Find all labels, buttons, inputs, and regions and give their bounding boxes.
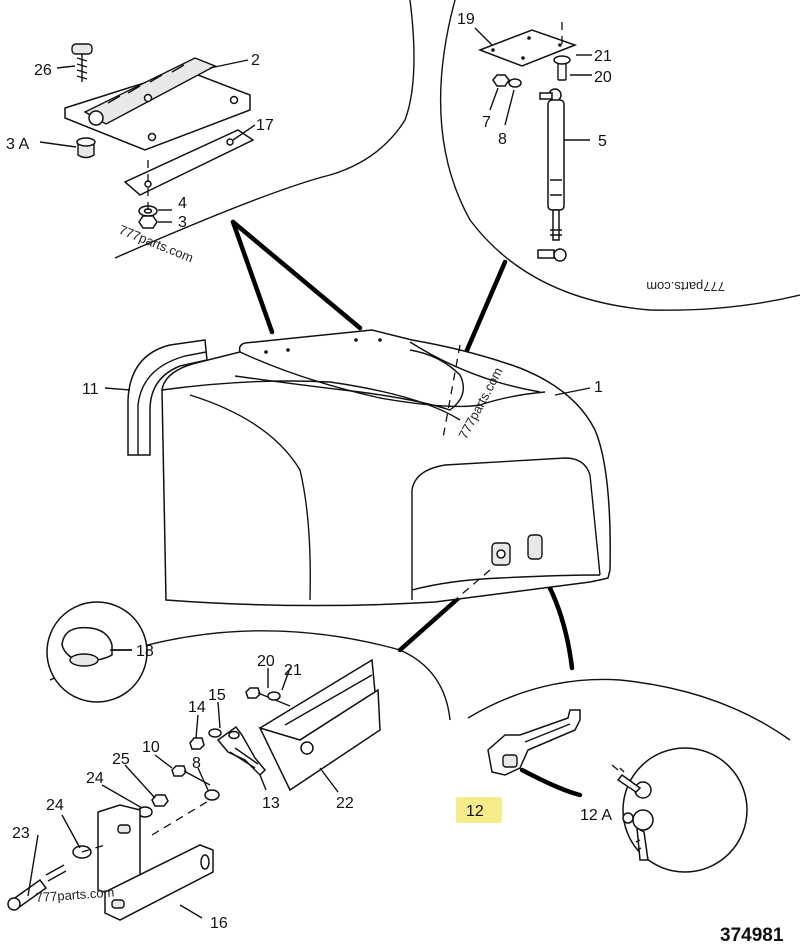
label-22: 22 (336, 795, 354, 812)
leader-latch (397, 592, 465, 653)
latch-assembly (7, 658, 381, 921)
leader-key (519, 767, 583, 798)
leader-hinge-2 (230, 219, 363, 331)
label-24-b: 24 (46, 797, 64, 814)
label-19: 19 (457, 11, 475, 28)
label-14: 14 (188, 699, 206, 716)
label-20-top: 20 (594, 69, 612, 86)
label-12a: 12 A (580, 807, 612, 824)
label-7: 7 (482, 114, 491, 131)
label-23: 23 (12, 825, 30, 842)
label-17: 17 (256, 117, 274, 134)
detail-arc-strut (439, 0, 800, 311)
label-1: 1 (594, 379, 603, 396)
leader-hinge-1 (230, 219, 275, 335)
label-3a: 3 A (6, 136, 29, 153)
label-3: 3 (178, 214, 187, 231)
label-8-top: 8 (498, 131, 507, 148)
handle-assembly (487, 709, 748, 873)
label-leaders (27, 27, 592, 919)
highlight-box (456, 797, 502, 823)
watermark-4: 777parts.com (35, 885, 115, 905)
gas-strut-assembly (477, 22, 578, 262)
detail-arc-hinge (114, 0, 415, 259)
label-15: 15 (208, 687, 226, 704)
knob-inset (46, 601, 148, 703)
label-21-top: 21 (594, 48, 612, 65)
label-5: 5 (598, 133, 607, 150)
label-26: 26 (34, 62, 52, 79)
label-10: 10 (142, 739, 160, 756)
label-16: 16 (210, 915, 228, 932)
label-11: 11 (82, 381, 99, 398)
label-25: 25 (112, 751, 130, 768)
label-24-a: 24 (86, 770, 104, 787)
dash-hood-right (454, 569, 491, 601)
watermark-2: 777parts.com (646, 279, 725, 294)
label-21-low: 21 (284, 662, 302, 679)
label-13: 13 (262, 795, 280, 812)
label-2: 2 (251, 52, 260, 69)
hood-cover (161, 329, 611, 607)
dash-hood-left (442, 344, 461, 439)
key-icon (611, 764, 654, 861)
label-4: 4 (178, 195, 187, 212)
label-18: 18 (136, 643, 154, 660)
label-12: 12 (466, 803, 484, 820)
seal-strip (127, 339, 208, 456)
label-8-low: 8 (192, 755, 201, 772)
hinge-assembly (64, 43, 255, 229)
drawing-number: 374981 (720, 925, 784, 946)
detail-arc-handle (467, 678, 791, 741)
label-20-low: 20 (257, 653, 275, 670)
